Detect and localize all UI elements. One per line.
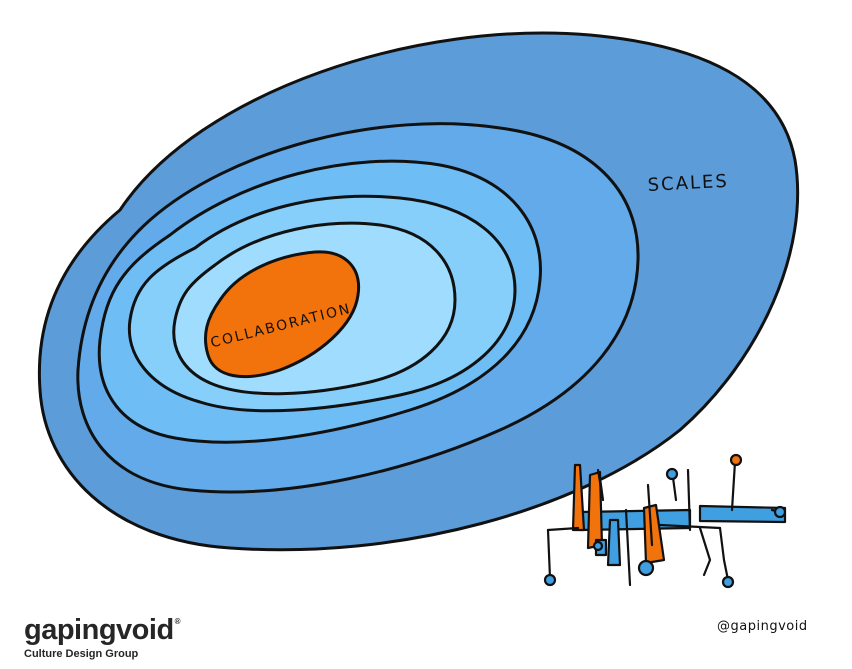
collaboration-core	[204, 250, 361, 379]
social-handle: @gapingvoid	[717, 619, 808, 634]
scales-label: SCALES	[647, 171, 729, 196]
brand-name-text: gapingvoid	[24, 614, 174, 646]
brand-trademark: ®	[174, 617, 181, 626]
brand-logo: gapingvoid® Culture Design Group	[24, 616, 224, 661]
brand-tagline: Culture Design Group	[24, 648, 139, 660]
brand-name: gapingvoid®	[24, 616, 224, 645]
figures-doodle	[543, 453, 787, 589]
